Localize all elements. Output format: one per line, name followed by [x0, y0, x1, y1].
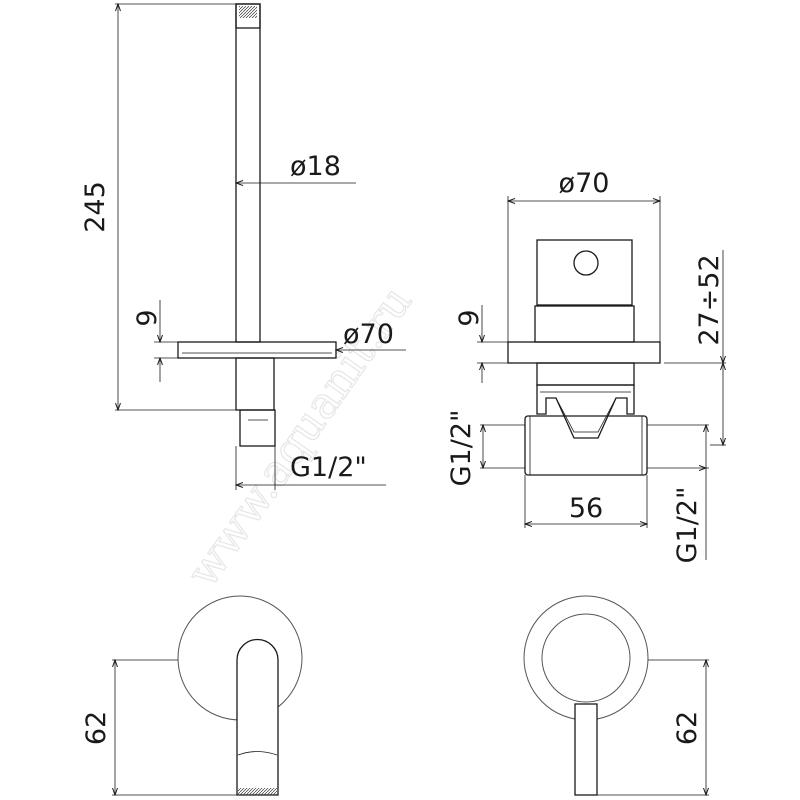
dim-height-245: 245 [80, 181, 111, 233]
dim-inlet-right: G1/2" [672, 487, 703, 564]
dim-depth-range: 27÷52 [694, 254, 725, 345]
dim-body-width: 56 [569, 493, 603, 524]
dim-valve-plate-diameter: ø70 [559, 168, 610, 199]
handle-hole [573, 250, 599, 276]
aerator-mesh [239, 6, 257, 18]
dim-plate-thickness: 9 [132, 309, 163, 326]
spout-side-view: 245 ø18 ø70 9 G1/2" [80, 4, 406, 490]
handle-block [536, 239, 633, 306]
dim-lever-height: 62 [672, 711, 703, 745]
valve-body [524, 415, 648, 476]
spout-front [236, 638, 279, 796]
mixer-front-view: 62 [523, 595, 709, 796]
spout-front-view: 62 [81, 595, 303, 796]
valve-cover-plate [507, 341, 661, 364]
thread-fitting [239, 409, 276, 447]
spout-pipe [235, 3, 261, 343]
dim-spout-height: 62 [81, 711, 112, 745]
dim-valve-plate-thickness: 9 [454, 309, 485, 326]
valve-cartridge [536, 384, 635, 439]
valve-sleeve [536, 362, 635, 386]
dim-plate-diameter: ø70 [343, 319, 394, 350]
mixer-handle-base [541, 613, 631, 703]
mixer-lever [574, 703, 598, 796]
collar [534, 305, 635, 343]
valve-side-view: ø70 9 27÷52 G1/2" G1/2" 56 [446, 168, 726, 563]
spout-stem [235, 357, 275, 411]
dim-thread: G1/2" [290, 452, 367, 483]
dim-spout-diameter: ø18 [290, 151, 341, 182]
spout-tip [235, 3, 261, 29]
cover-plate [177, 341, 337, 359]
dim-inlet-left: G1/2" [446, 410, 477, 487]
